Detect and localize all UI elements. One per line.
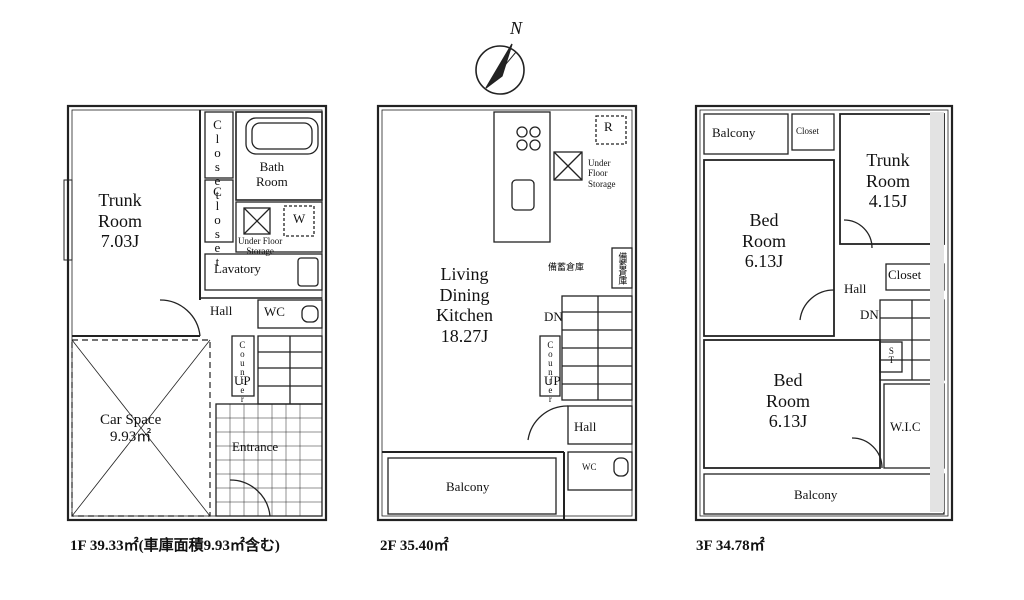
f1-counter: Counter bbox=[237, 340, 248, 403]
f3-closet-small: Closet bbox=[796, 126, 820, 136]
f1-car-space: Car Space 9.93㎡ bbox=[100, 412, 161, 447]
f2-under-floor-storage: Under Floor Storage bbox=[588, 158, 616, 189]
f3-wic: W.I.C bbox=[890, 419, 921, 434]
f3-bed-room-a-name: Bed Room bbox=[742, 210, 787, 251]
f1-closet-b: Closet bbox=[209, 184, 225, 268]
compass-rose bbox=[475, 43, 525, 95]
f1-under-floor-storage: Under Floor Storage bbox=[238, 236, 283, 257]
f1-trunk-room: Trunk Room 7.03J bbox=[98, 190, 142, 252]
f1-trunk-room-size: 7.03J bbox=[100, 231, 140, 252]
f2-r: R bbox=[604, 119, 613, 134]
f3-bed-room-b-name: Bed Room bbox=[766, 370, 811, 411]
f3-bed-room-a-size: 6.13J bbox=[744, 251, 784, 272]
f1-wc: WC bbox=[264, 304, 285, 319]
f2-ldk-size: 18.27J bbox=[440, 326, 489, 347]
f3-bed-room-b: Bed Room 6.13J bbox=[766, 370, 810, 432]
floor2-walls bbox=[376, 104, 638, 522]
floor1-walls bbox=[63, 104, 328, 522]
f3-caption: 3F 34.78㎡ bbox=[696, 538, 765, 554]
f3-st: ST bbox=[886, 346, 897, 364]
f3-trunk-room-name: Trunk Room bbox=[866, 150, 911, 191]
f2-ldk: Living Dining Kitchen 18.27J bbox=[436, 264, 493, 347]
f1-car-space-name: Car Space bbox=[100, 412, 162, 428]
f2-wc: WC bbox=[582, 462, 597, 472]
f3-trunk-room: Trunk Room 4.15J bbox=[866, 150, 910, 212]
f1-trunk-room-name: Trunk Room bbox=[98, 190, 143, 231]
f1-up: UP bbox=[234, 373, 251, 388]
f2-storage: 備蓄倉庫 bbox=[548, 262, 585, 272]
f3-closet: Closet bbox=[888, 267, 922, 282]
f1-w: W bbox=[293, 211, 306, 226]
compass-north-label: N bbox=[510, 18, 523, 38]
f2-up: UP bbox=[544, 373, 561, 388]
f1-bath-room: Bath Room bbox=[256, 159, 288, 189]
f2-storage-vertical: 備蓄倉庫 bbox=[617, 252, 628, 284]
f2-caption: 2F 35.40㎡ bbox=[380, 538, 449, 554]
f2-dn: DN bbox=[544, 309, 563, 324]
f3-dn: DN bbox=[860, 307, 879, 322]
f1-lavatory: Lavatory bbox=[214, 261, 261, 276]
f3-balcony-bottom: Balcony bbox=[794, 487, 838, 502]
f1-caption: 1F 39.33㎡(車庫面積9.93㎡含む) bbox=[70, 538, 280, 554]
f1-closet-a: Closet bbox=[209, 117, 225, 201]
f2-balcony: Balcony bbox=[446, 479, 490, 494]
f3-bed-room-b-size: 6.13J bbox=[768, 411, 808, 432]
f2-hall: Hall bbox=[574, 419, 597, 434]
f1-entrance: Entrance bbox=[232, 439, 279, 454]
f2-counter: Counter bbox=[545, 340, 556, 403]
f3-trunk-room-size: 4.15J bbox=[868, 191, 908, 212]
f1-car-space-size: 9.93㎡ bbox=[109, 429, 152, 446]
f2-ldk-name: Living Dining Kitchen bbox=[436, 264, 493, 326]
f3-bed-room-a: Bed Room 6.13J bbox=[742, 210, 786, 272]
f3-hall: Hall bbox=[844, 281, 867, 296]
floor3-walls bbox=[694, 104, 954, 522]
f1-hall: Hall bbox=[210, 303, 233, 318]
f3-balcony-top: Balcony bbox=[712, 125, 756, 140]
